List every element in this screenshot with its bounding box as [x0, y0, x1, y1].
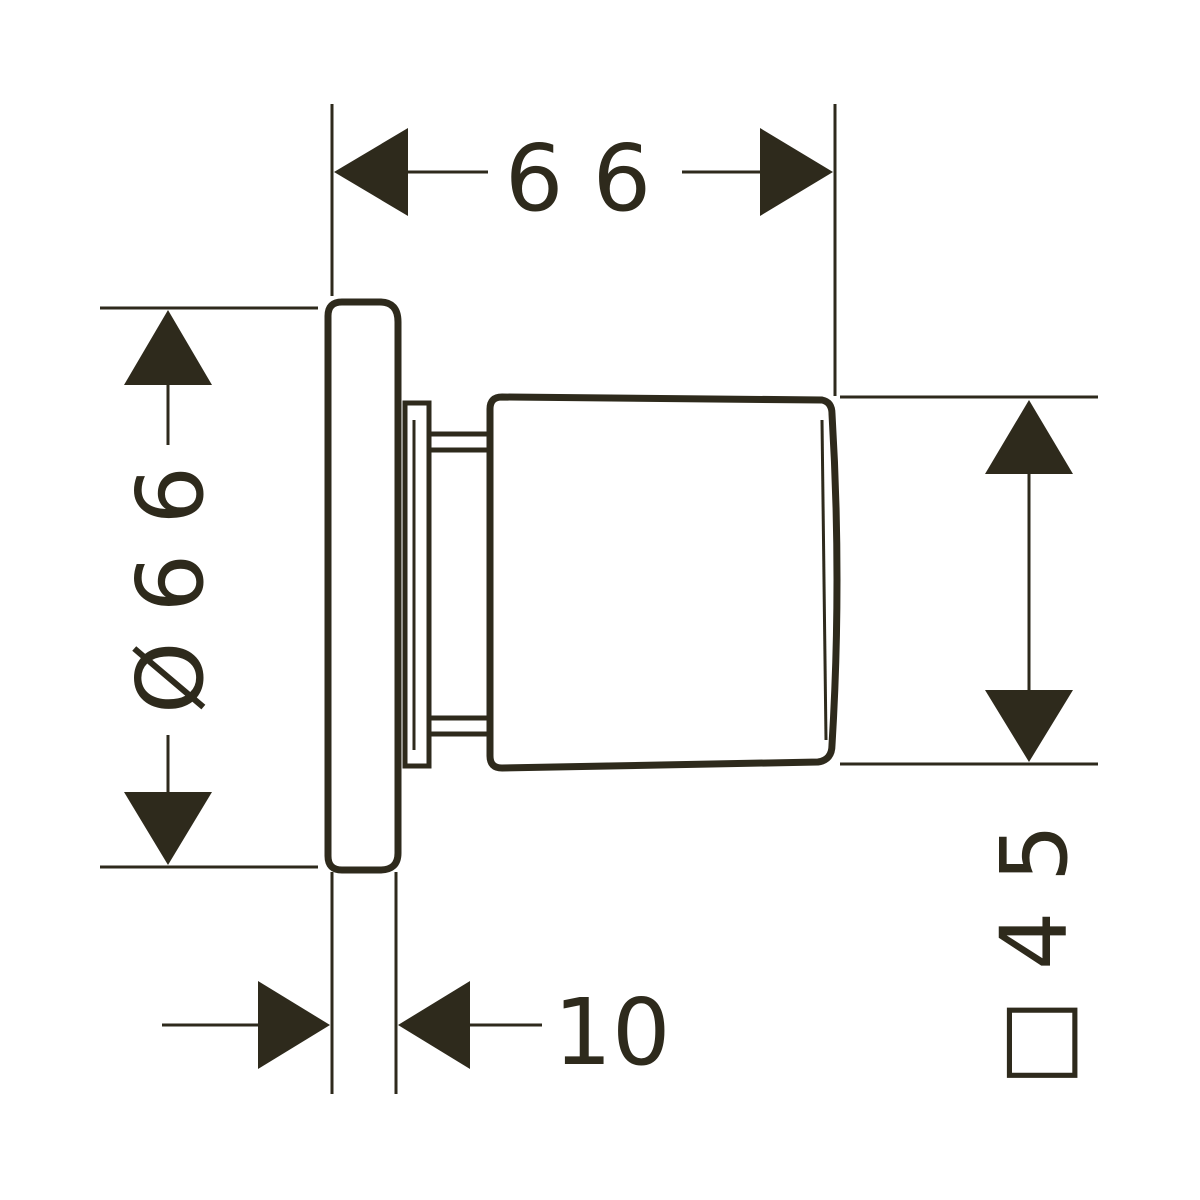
- arrowhead-right: [760, 128, 833, 216]
- dimension-knob-height: □ 4 5: [981, 400, 1088, 1086]
- dim-label-plate-thickness: 10: [553, 979, 670, 1086]
- dimension-overall-depth: 6 6: [334, 125, 833, 232]
- arrowhead-up: [985, 400, 1073, 474]
- extension-lines: [100, 104, 1098, 1094]
- arrowhead-left: [398, 981, 470, 1069]
- wall-plate: [324, 298, 402, 874]
- collar: [402, 400, 432, 769]
- dimension-plate-thickness: 10: [162, 979, 671, 1086]
- arrowhead-down: [985, 690, 1073, 762]
- dimension-plate-diameter: Ø 6 6: [117, 310, 224, 865]
- spindle: [429, 431, 490, 737]
- arrowhead-right: [258, 981, 330, 1069]
- dim-label-overall-depth: 6 6: [505, 125, 651, 232]
- arrowhead-left: [334, 128, 408, 216]
- arrowhead-down: [124, 792, 212, 865]
- handle-knob: [486, 393, 841, 772]
- dim-label-plate-diameter: Ø 6 6: [117, 466, 224, 714]
- arrowhead-up: [124, 310, 212, 385]
- dim-label-knob-square: □ 4 5: [981, 824, 1088, 1086]
